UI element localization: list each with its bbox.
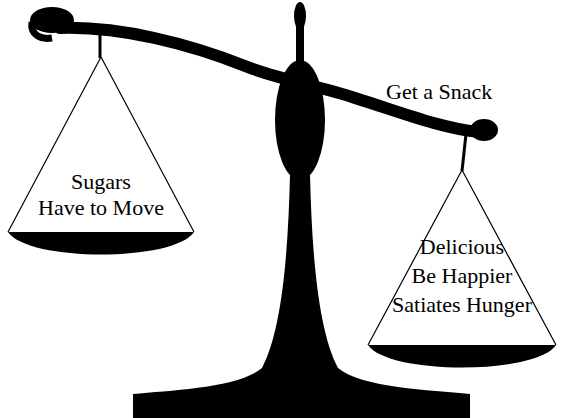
post-body [275,60,325,180]
pan-outline [8,57,194,257]
pan-item: Have to Move [8,195,194,221]
pan-item: Delicious [368,232,556,261]
pan-item: Sugars [8,169,194,195]
pan-texts: SugarsHave to Move [8,169,194,221]
pan-strings [368,170,556,345]
beam-left-curl [32,22,52,38]
scale-pan: SugarsHave to Move [8,57,194,257]
pan-item: Be Happier [368,261,556,290]
pan-strings [8,57,194,232]
pan-bowl [8,232,194,255]
left-hanger [99,34,102,58]
pan-texts: DeliciousBe HappierSatiates Hunger [368,232,556,319]
beam-left-end [30,7,74,33]
option-label: Get a Snack [386,79,492,105]
beam-right-end [470,119,498,141]
scale-pan: DeliciousBe HappierSatiates Hunger [368,170,556,370]
pan-item: Satiates Hunger [368,290,556,319]
post-finial [294,2,306,30]
pan-bowl [368,345,556,368]
right-hanger [462,134,466,171]
